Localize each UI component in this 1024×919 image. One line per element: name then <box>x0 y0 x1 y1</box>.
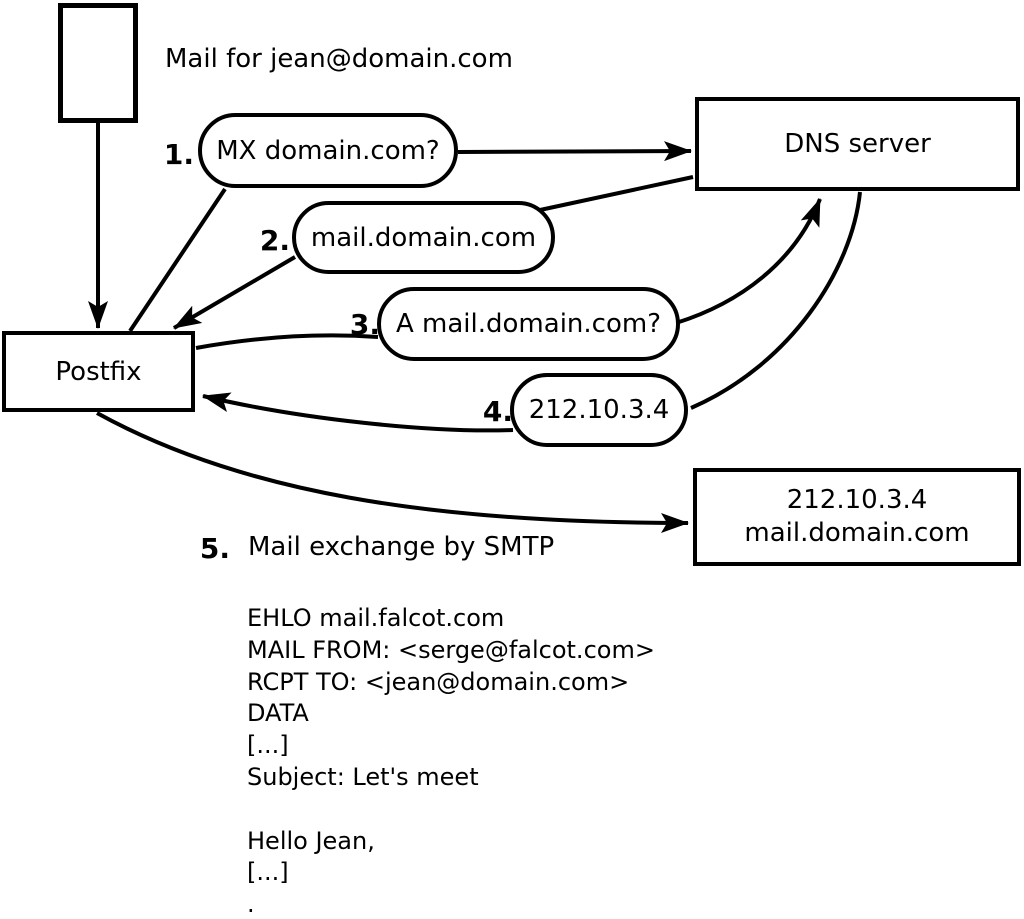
line-dns-to-response2 <box>539 175 694 212</box>
mail-message-node <box>58 3 138 123</box>
arrow-response4-to-postfix <box>202 392 514 433</box>
line-postfix-to-query1 <box>128 187 227 333</box>
step2-number: 2. <box>259 224 290 257</box>
dns-server-label: DNS server <box>784 129 931 159</box>
arrow-response2-to-postfix <box>172 255 297 330</box>
mail-for-label: Mail for jean@domain.com <box>165 44 513 74</box>
step1-query-pill: MX domain.com? <box>198 113 458 188</box>
postfix-node: Postfix <box>2 331 195 412</box>
step2-response-label: mail.domain.com <box>310 222 537 253</box>
step2-response-pill: mail.domain.com <box>292 201 555 274</box>
line-dns-to-response4 <box>690 191 862 410</box>
postfix-node-label: Postfix <box>55 356 142 387</box>
step4-response-label: 212.10.3.4 <box>528 395 670 425</box>
step5-number: 5. <box>199 532 230 565</box>
step4-response-pill: 212.10.3.4 <box>510 373 688 447</box>
step3-query-label: A mail.domain.com? <box>396 309 661 339</box>
mail-server-ip: 212.10.3.4 <box>786 485 928 515</box>
arrow-query1-to-dns <box>457 141 692 162</box>
step5-label: Mail exchange by SMTP <box>248 532 555 562</box>
step1-number: 1. <box>163 138 194 171</box>
smtp-session-text: EHLO mail.falcot.com MAIL FROM: <serge@f… <box>247 604 655 919</box>
step1-query-label: MX domain.com? <box>216 135 440 166</box>
step3-number: 3. <box>349 308 380 341</box>
line-postfix-to-query3 <box>195 333 379 350</box>
arrow-postfix-to-mailserver <box>96 411 689 533</box>
step4-number: 4. <box>482 395 513 428</box>
dns-server-node: DNS server <box>695 97 1020 191</box>
mail-server-node: 212.10.3.4 mail.domain.com <box>693 468 1021 566</box>
arrow-query3-to-dns <box>675 198 822 325</box>
step3-query-pill: A mail.domain.com? <box>377 287 680 361</box>
mail-server-hostname: mail.domain.com <box>744 518 970 548</box>
